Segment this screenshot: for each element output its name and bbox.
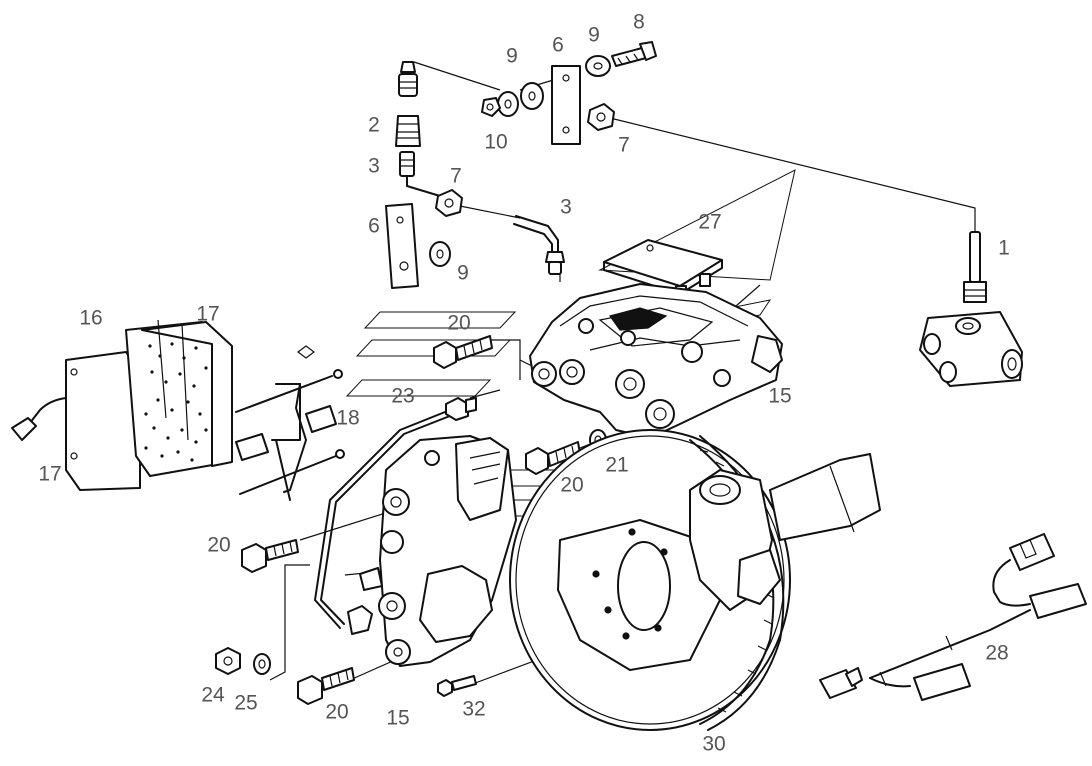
callout-30: 30 (702, 733, 725, 756)
callout-3-pipe: 3 (560, 196, 572, 219)
callout-17-bottom: 17 (38, 463, 61, 486)
part-15-caliper-upper (529, 283, 783, 439)
callout-15-upper: 15 (768, 385, 791, 408)
callout-6-lower: 6 (368, 215, 380, 238)
part-16-pad (125, 319, 233, 477)
part-6-bracket-lower (385, 203, 419, 289)
pad-retaining-spring (235, 345, 345, 501)
part-32-screw (437, 675, 477, 697)
brake-hose (314, 407, 461, 629)
part-15-caliper-lower (347, 435, 517, 667)
callout-20-mid: 20 (560, 474, 583, 497)
part-9-washers-top (497, 55, 611, 117)
part-24-nut (215, 647, 241, 675)
part-6-bracket-top (551, 65, 581, 145)
callout-9-left: 9 (506, 45, 518, 68)
callout-1: 1 (998, 237, 1010, 260)
callout-7-top: 7 (618, 134, 630, 157)
part-17-pad-backplate (65, 351, 141, 491)
callout-9-lower: 9 (457, 262, 469, 285)
callout-3-top: 3 (368, 155, 380, 178)
callout-20-bottom: 20 (325, 701, 348, 724)
part-20-bolt-a (433, 335, 493, 369)
part-20-bolt-d (297, 667, 355, 705)
callout-7-lower: 7 (450, 165, 462, 188)
part-7-nut-lower (435, 189, 463, 217)
callout-10: 10 (484, 131, 507, 154)
callout-15-lower: 15 (386, 707, 409, 730)
callout-17-top: 17 (196, 303, 219, 326)
part-18-fitting (445, 397, 477, 421)
callout-24: 24 (201, 684, 225, 707)
part-10-nut (481, 97, 501, 117)
axle-hub (689, 453, 881, 611)
callout-32: 32 (462, 698, 485, 721)
part-25-washer (253, 653, 271, 675)
callout-18: 18 (336, 407, 359, 430)
callout-16: 16 (79, 307, 102, 330)
callout-21: 21 (605, 454, 628, 477)
wear-sensor-wire (11, 397, 67, 441)
callout-27: 27 (698, 211, 721, 234)
part-9-washer-lower (429, 241, 451, 267)
part-3-fitting-top (399, 151, 441, 197)
callout-20-top: 20 (447, 312, 470, 335)
part-28-sensor-cables (819, 533, 1087, 701)
part-8-bolt (611, 41, 657, 67)
callout-28: 28 (985, 642, 1008, 665)
part-7-nut-top (587, 103, 615, 131)
callout-6-top: 6 (552, 34, 564, 57)
callout-23: 23 (391, 385, 414, 408)
part-3-pipe (513, 215, 565, 275)
callout-2: 2 (368, 114, 380, 137)
callout-9-right: 9 (588, 24, 600, 47)
part-20-bolt-c (241, 539, 299, 573)
callout-20-left: 20 (207, 534, 230, 557)
callout-8: 8 (633, 11, 645, 34)
part-1-valve (919, 231, 1023, 387)
callout-labels: 1 2 3 3 6 6 7 7 8 9 9 9 10 15 15 16 17 1… (38, 11, 1010, 756)
callout-25: 25 (234, 692, 257, 715)
part-2-union (395, 61, 421, 147)
